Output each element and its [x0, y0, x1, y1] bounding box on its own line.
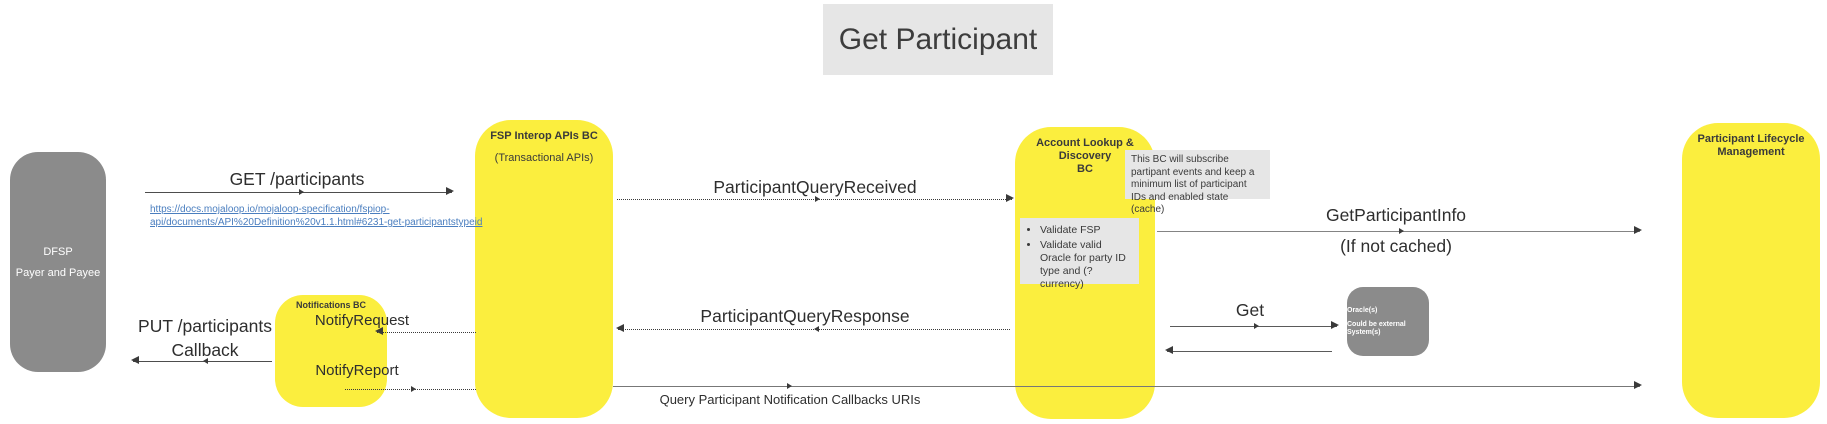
query-callbacks-arrow: [613, 381, 1642, 390]
notify-request-label: NotifyRequest: [314, 312, 410, 329]
validate-note-item: Validate FSP: [1040, 224, 1133, 237]
get-oracle-label: Get: [1235, 300, 1265, 320]
oracle-box: Oracle(s) Could be external System(s): [1347, 287, 1429, 356]
plm-title-line1: Participant Lifecycle: [1697, 133, 1805, 145]
plm-box: Participant Lifecycle Management: [1682, 123, 1820, 418]
get-participants-label: GET /participants: [229, 169, 365, 189]
notify-report-label: NotifyReport: [315, 362, 399, 379]
fsp-interop-bc-title: FSP Interop APIs BC: [490, 130, 598, 142]
api-spec-link-line2[interactable]: api/documents/API%20Definition%20v1.1.ht…: [150, 217, 483, 228]
query-callbacks-label: Query Participant Notification Callbacks…: [659, 392, 921, 407]
get-participant-info-label: GetParticipantInfo: [1325, 205, 1467, 225]
participant-query-received-arrow: [617, 194, 1014, 203]
dfsp-actor-box: DFSP Payer and Payee: [10, 152, 106, 372]
account-lookup-title-line1: Account Lookup & Discovery: [1036, 137, 1134, 162]
plm-title-line2: Management: [1717, 146, 1785, 158]
fsp-interop-bc-box: FSP Interop APIs BC (Transactional APIs): [475, 120, 613, 418]
notifications-bc-title: Notifications BC: [295, 300, 366, 310]
oracle-return-arrow: [1165, 346, 1332, 355]
fsp-interop-bc-subtitle: (Transactional APIs): [494, 152, 594, 164]
put-participants-label: PUT /participants: [138, 316, 272, 336]
participant-query-received-label: ParticipantQueryReceived: [713, 177, 917, 197]
participant-query-response-label: ParticipantQueryResponse: [700, 306, 910, 326]
notify-request-arrow: [375, 327, 476, 336]
subscribe-note: This BC will subscribe partipant events …: [1125, 150, 1270, 215]
put-callback-arrow: [131, 356, 272, 365]
account-lookup-bc-title: Account Lookup & Discovery BC: [1015, 127, 1155, 176]
api-spec-link-line1[interactable]: https://docs.mojaloop.io/mojaloop-specif…: [150, 204, 390, 215]
oracle-label: Oracle(s): [1347, 306, 1378, 314]
dfsp-sublabel: Payer and Payee: [15, 266, 101, 279]
account-lookup-title-line2: BC: [1077, 163, 1093, 175]
validate-note-item: Validate valid Oracle for party ID type …: [1040, 239, 1133, 291]
dfsp-label: DFSP: [43, 245, 73, 258]
oracle-sublabel-line2: System(s): [1347, 328, 1381, 336]
api-spec-link[interactable]: https://docs.mojaloop.io/mojaloop-specif…: [150, 203, 482, 229]
oracle-sublabel-line1: Could be external: [1347, 320, 1406, 328]
put-participants-label2: Callback: [171, 340, 239, 360]
oracle-sublabel: Could be external System(s): [1347, 321, 1429, 337]
validate-note: Validate FSP Validate valid Oracle for p…: [1020, 218, 1139, 290]
participant-query-response-arrow: [616, 324, 1010, 333]
get-participant-info-arrow: [1157, 226, 1642, 235]
plm-title: Participant Lifecycle Management: [1682, 123, 1820, 159]
get-participant-info-condition: (If not cached): [1340, 236, 1452, 256]
get-oracle-arrow: [1170, 321, 1339, 330]
notifications-bc-box: Notifications BC: [275, 295, 387, 407]
diagram-title: Get Participant: [823, 4, 1053, 75]
get-participants-arrow: [145, 187, 454, 196]
notify-report-arrow: [345, 386, 476, 392]
